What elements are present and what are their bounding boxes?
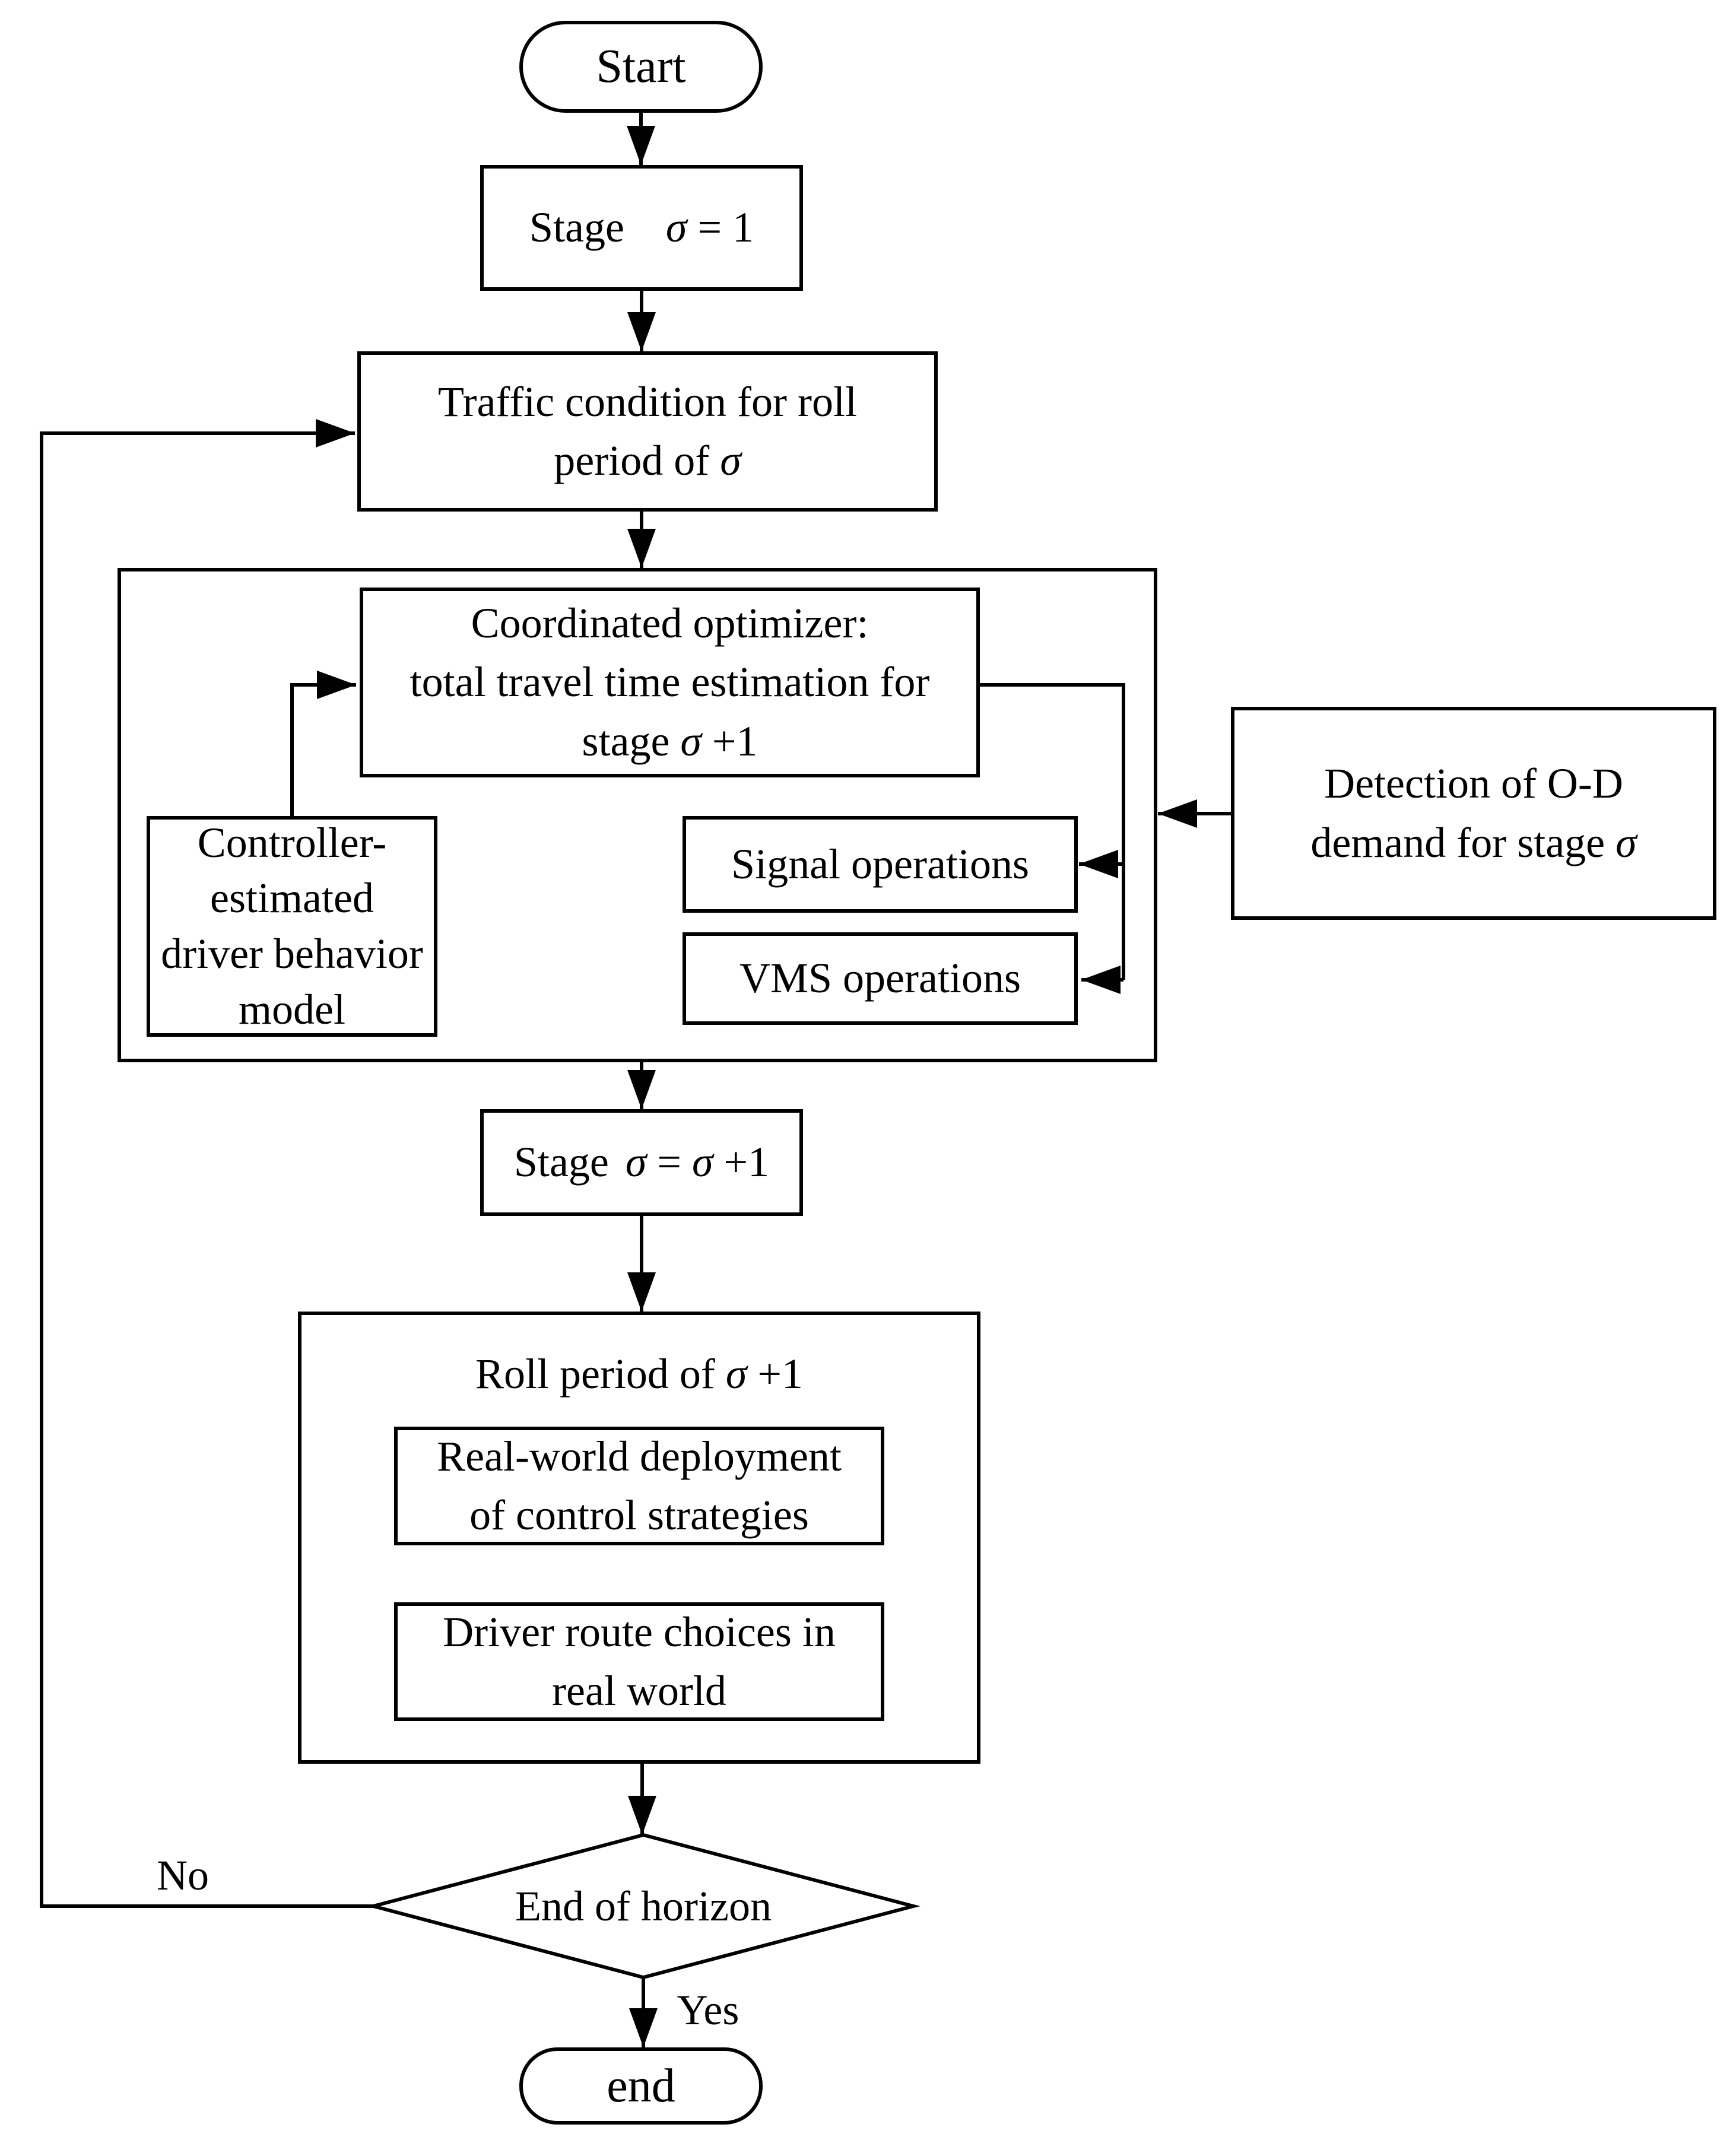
node-vms-operations: VMS operations [683,932,1078,1025]
optimizer-line-3: stage σ +1 [582,717,758,765]
node-traffic-condition: Traffic condition for roll period of σ [357,351,938,512]
node-start: Start [519,21,763,113]
controller-line-4: model [239,985,345,1033]
route-choices-line-1: Driver route choices in [443,1608,836,1656]
controller-line-3: driver behavior [161,930,423,977]
stage-init-word: Stage [529,204,624,252]
stage-increment-word: Stage [513,1138,609,1186]
traffic-line-2: period of σ [554,437,741,484]
node-coordinated-optimizer: Coordinated optimizer: total travel time… [360,588,980,777]
start-label: Start [596,40,686,93]
controller-line-2: estimated [210,874,374,922]
node-signal-operations: Signal operations [683,816,1078,913]
branch-label-no: No [157,1851,209,1899]
branch-label-yes: Yes [677,1986,739,2034]
node-stage-init: Stage σ = 1 [480,165,803,291]
route-choices-line-2: real world [552,1667,726,1714]
end-label: end [607,2059,675,2112]
optimizer-line-1: Coordinated optimizer: [471,599,869,647]
edge-optimizer-output-trunk [980,683,1125,980]
optimizer-line-2: total travel time estimation for [410,658,930,706]
detection-line-2: demand for stage σ [1310,818,1637,866]
node-driver-route-choices: Driver route choices in real world [394,1602,884,1721]
node-end: end [519,2047,763,2125]
deployment-line-1: Real-world deployment [437,1432,842,1480]
vms-label: VMS operations [739,954,1021,1002]
edge-controller-to-optimizer [290,671,356,816]
node-real-world-deployment: Real-world deployment of control strateg… [394,1427,884,1545]
traffic-line-1: Traffic condition for roll [438,377,857,426]
roll-period-title: Roll period of σ +1 [475,1350,804,1398]
controller-line-1: Controller- [197,818,387,866]
node-driver-behavior-model: Controller- estimated driver behavior mo… [147,816,437,1037]
signal-label: Signal operations [731,840,1029,888]
edge-decision-no-to-traffic [40,419,373,1908]
node-od-detection: Detection of O-D demand for stage σ [1231,707,1716,920]
stage-init-formula: σ = 1 [665,204,754,252]
stage-increment-formula: σ = σ +1 [625,1138,770,1186]
detection-line-1: Detection of O-D [1324,760,1623,808]
group-optimizer-system [118,568,1157,1062]
decision-label: End of horizon [515,1882,772,1930]
node-stage-increment: Stage σ = σ +1 [480,1109,803,1216]
deployment-line-2: of control strategies [469,1491,809,1539]
